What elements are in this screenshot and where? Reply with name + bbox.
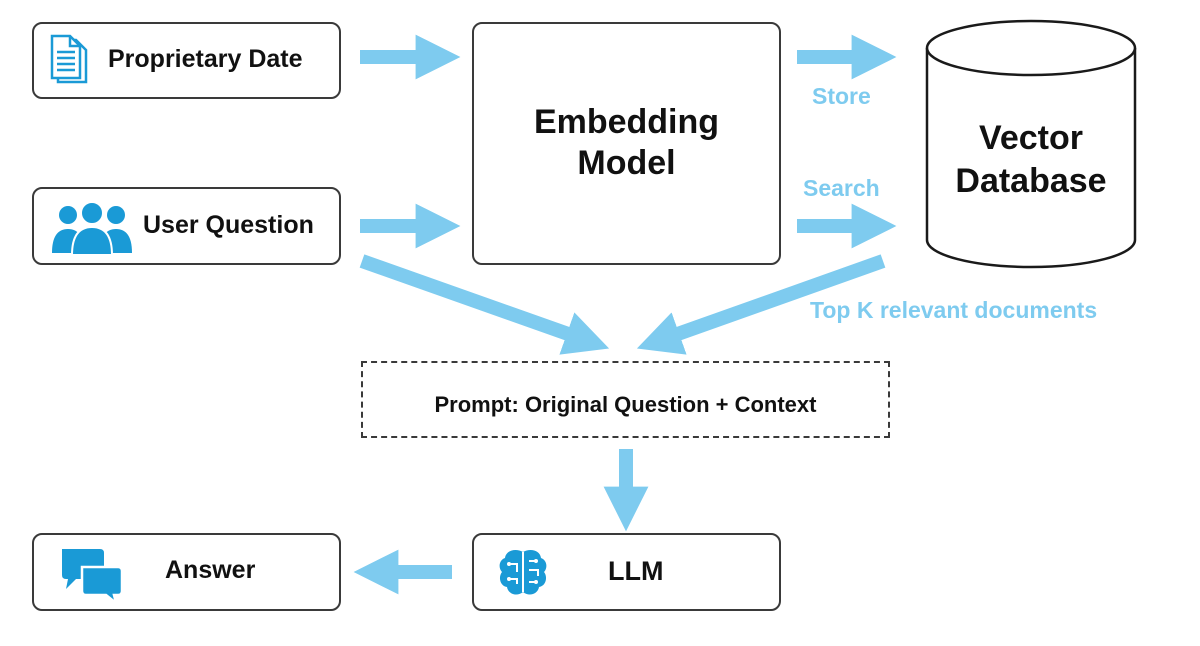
embedding-model-node: Embedding Model [472, 22, 781, 265]
prompt-label: Prompt: Original Question + Context [434, 392, 817, 417]
proprietary-data-label: Proprietary Date [108, 45, 303, 73]
arrow-vector-to-prompt [636, 254, 886, 355]
search-label: Search [803, 175, 880, 201]
vector-database-title: Vector Database [927, 117, 1135, 203]
document-icon [50, 34, 88, 84]
embedding-model-line1: Embedding [533, 103, 720, 141]
proprietary-data-node: Proprietary Date [32, 22, 341, 99]
llm-node: LLM [472, 533, 781, 611]
prompt-node: Prompt: Original Question + Context [361, 361, 890, 438]
chat-bubbles-icon [62, 549, 124, 603]
llm-label: LLM [608, 556, 664, 586]
answer-label: Answer [165, 556, 256, 584]
vector-database-line2: Database [955, 162, 1107, 200]
embedding-model-title: Embedding Model [474, 102, 779, 184]
answer-node: Answer [32, 533, 341, 611]
user-question-label: User Question [143, 211, 314, 239]
top-k-label: Top K relevant documents [810, 297, 1098, 323]
brain-icon [499, 550, 547, 595]
users-icon [52, 201, 132, 256]
arrow-question-to-prompt [359, 254, 610, 355]
vector-database-cylinder [925, 19, 1137, 269]
embedding-model-line2: Model [577, 144, 676, 182]
store-label: Store [812, 83, 871, 109]
vector-database-line1: Vector [979, 119, 1083, 157]
user-question-node: User Question [32, 187, 341, 265]
